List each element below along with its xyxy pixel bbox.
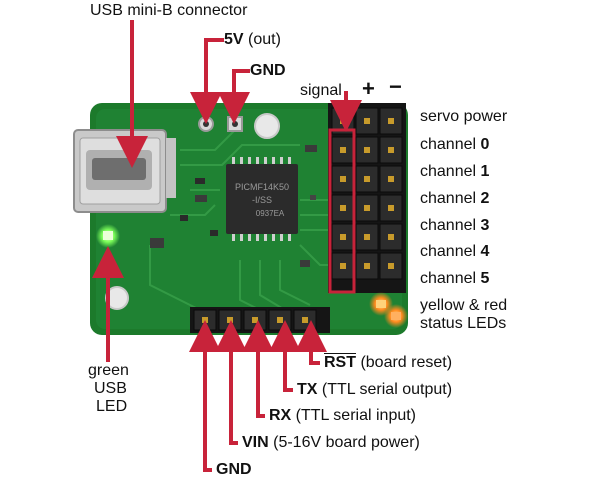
label-minus: − [389,74,402,99]
label-gnd-top: GND [250,62,286,79]
label-tx: TX (TTL serial output) [297,381,453,398]
bottom-pin-header [190,307,330,333]
label-channel-1: channel 1 [420,163,490,180]
label-rst: RST (board reset) [324,354,453,371]
label-channel-3: channel 3 [420,217,490,234]
label-channel-0: channel 0 [420,136,490,153]
green-usb-led [96,224,120,248]
arrow-vin [215,320,247,445]
label-channel-4: channel 4 [420,243,490,260]
arrow-gnd-bottom [189,320,221,472]
mounting-hole-top [254,113,280,139]
label-signal: signal [300,82,342,99]
arrow-rst [295,320,327,365]
label-gnd-bottom: GND [216,461,252,478]
callout-arrows [92,20,362,472]
label-vin: VIN (5-16V board power) [242,434,420,451]
chip-line2: -I/SS [252,195,272,205]
label-servo-power: servo power [420,108,508,125]
label-rx: RX (TTL serial input) [269,407,417,424]
chip-line1: PICMF14K50 [235,182,289,192]
label-channel-5: channel 5 [420,270,490,287]
status-leds [369,292,408,328]
microcontroller-chip: PICMF14K50 -I/SS 0937EA [226,157,298,241]
label-status-leds: yellow & red status LEDs [420,297,508,332]
label-5v: 5V (out) [224,31,281,48]
arrow-5v [190,38,224,124]
usb-connector [73,129,176,213]
label-usb-connector: USB mini-B connector [90,2,248,19]
label-plus: + [362,76,375,101]
chip-line3: 0937EA [256,209,285,218]
smd-components [150,145,317,267]
servo-header [328,103,406,293]
arrow-gnd-top [218,69,250,124]
label-channel-2: channel 2 [420,190,490,207]
arrow-rx [242,320,274,418]
arrow-tx [269,320,301,392]
label-green-led: green USB LED [88,362,129,415]
